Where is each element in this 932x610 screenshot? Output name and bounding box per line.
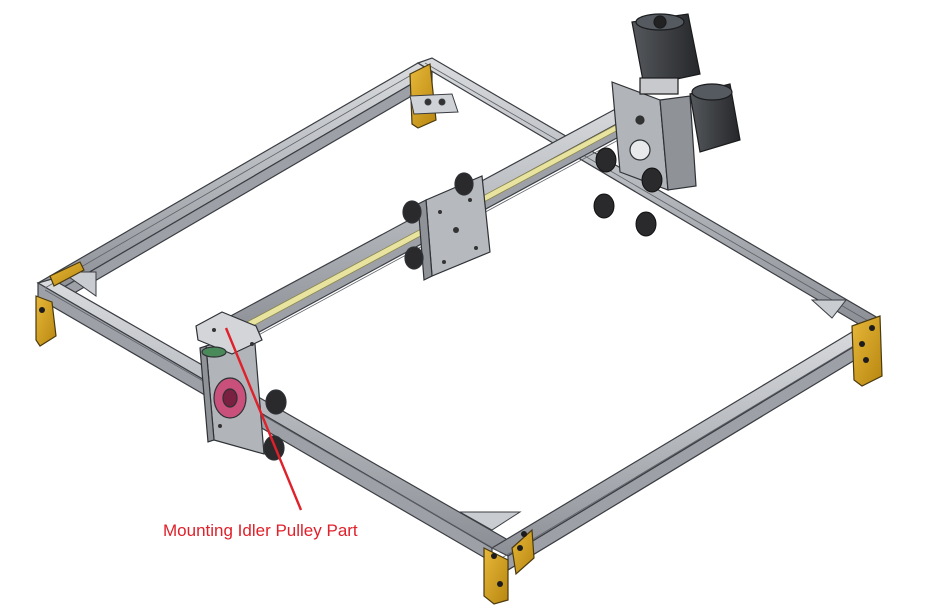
v-wheel-icon (404, 246, 424, 270)
rail-front-right-lower (507, 330, 879, 572)
v-wheel-icon (635, 211, 657, 237)
right-v-wheels (593, 147, 663, 237)
gusset-bottom (458, 511, 522, 531)
v-wheel-icon (641, 167, 663, 193)
v-wheel-icon (265, 389, 287, 415)
v-wheel-icon (263, 435, 285, 461)
v-wheel-icon (402, 200, 422, 224)
corner-bracket-icon (49, 261, 85, 287)
v-wheel-icon (593, 193, 615, 219)
right-gantry-plate (611, 81, 697, 191)
gusset-right (810, 299, 848, 319)
stepper-motor-x (689, 83, 741, 153)
rail-front-right (490, 325, 880, 557)
frame (36, 57, 880, 572)
callout-leader-line (224, 327, 303, 511)
stepper-motor-y (631, 13, 701, 95)
corner-gussets (60, 271, 848, 531)
bracket-bolts (39, 307, 875, 587)
rail-back-left-lower (51, 70, 433, 308)
v-wheel-icon (454, 172, 474, 196)
corner-bracket-icon (483, 547, 509, 605)
v-wheel-icon (595, 147, 617, 173)
callout-label: Mounting Idler Pulley Part (163, 521, 358, 540)
corner-bracket-icon (851, 315, 883, 387)
rear-idler-block (409, 93, 459, 115)
carriage (402, 172, 491, 281)
pulley-icon (201, 346, 227, 358)
